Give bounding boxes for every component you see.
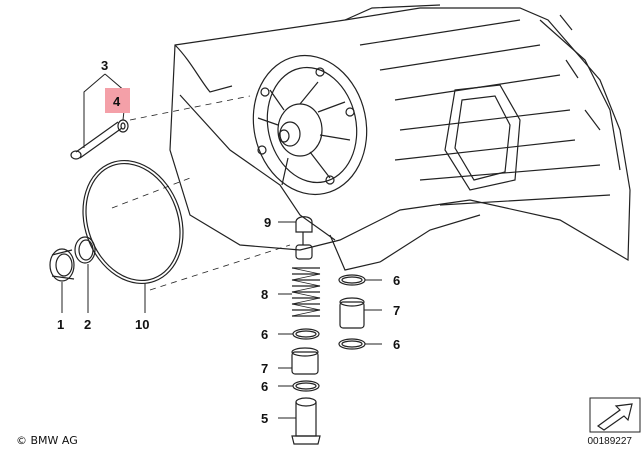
washer[interactable] xyxy=(117,119,129,133)
callout-9[interactable]: 9 xyxy=(264,215,271,230)
image-number: 00189227 xyxy=(587,436,633,447)
spring[interactable] xyxy=(291,267,321,317)
callout-7[interactable]: 7 xyxy=(393,303,400,318)
centerline xyxy=(111,95,291,291)
brand-label: © BMW AG xyxy=(16,434,78,447)
o-ring-small[interactable] xyxy=(292,328,320,340)
callout-6[interactable]: 6 xyxy=(393,337,400,352)
leader-lines xyxy=(61,73,382,419)
callout-1[interactable]: 1 xyxy=(57,317,64,332)
valve-sleeve[interactable] xyxy=(339,297,365,329)
valve-cap[interactable] xyxy=(295,216,313,260)
arrow-icon[interactable] xyxy=(589,397,641,433)
bolt[interactable] xyxy=(70,121,123,160)
o-ring-large[interactable] xyxy=(66,146,199,297)
callout-6[interactable]: 6 xyxy=(261,379,268,394)
o-ring-small[interactable] xyxy=(338,338,366,350)
callout-3[interactable]: 3 xyxy=(101,58,108,73)
callout-5[interactable]: 5 xyxy=(261,411,268,426)
snap-ring[interactable] xyxy=(74,236,96,264)
callout-8[interactable]: 8 xyxy=(261,287,268,302)
callout-highlight xyxy=(105,88,130,113)
converter-pump xyxy=(252,54,368,196)
transmission-housing xyxy=(169,4,631,271)
callout-7[interactable]: 7 xyxy=(261,361,268,376)
shaft-seal[interactable] xyxy=(49,248,75,282)
valve-sleeve[interactable] xyxy=(291,347,319,375)
callout-6[interactable]: 6 xyxy=(261,327,268,342)
callout-2[interactable]: 2 xyxy=(84,317,91,332)
o-ring-small[interactable] xyxy=(292,380,320,392)
valve-piston[interactable] xyxy=(291,397,321,445)
callout-10[interactable]: 10 xyxy=(135,317,149,332)
o-ring-small[interactable] xyxy=(338,274,366,286)
callout-6[interactable]: 6 xyxy=(393,273,400,288)
callout-4[interactable]: 4 xyxy=(113,94,121,109)
